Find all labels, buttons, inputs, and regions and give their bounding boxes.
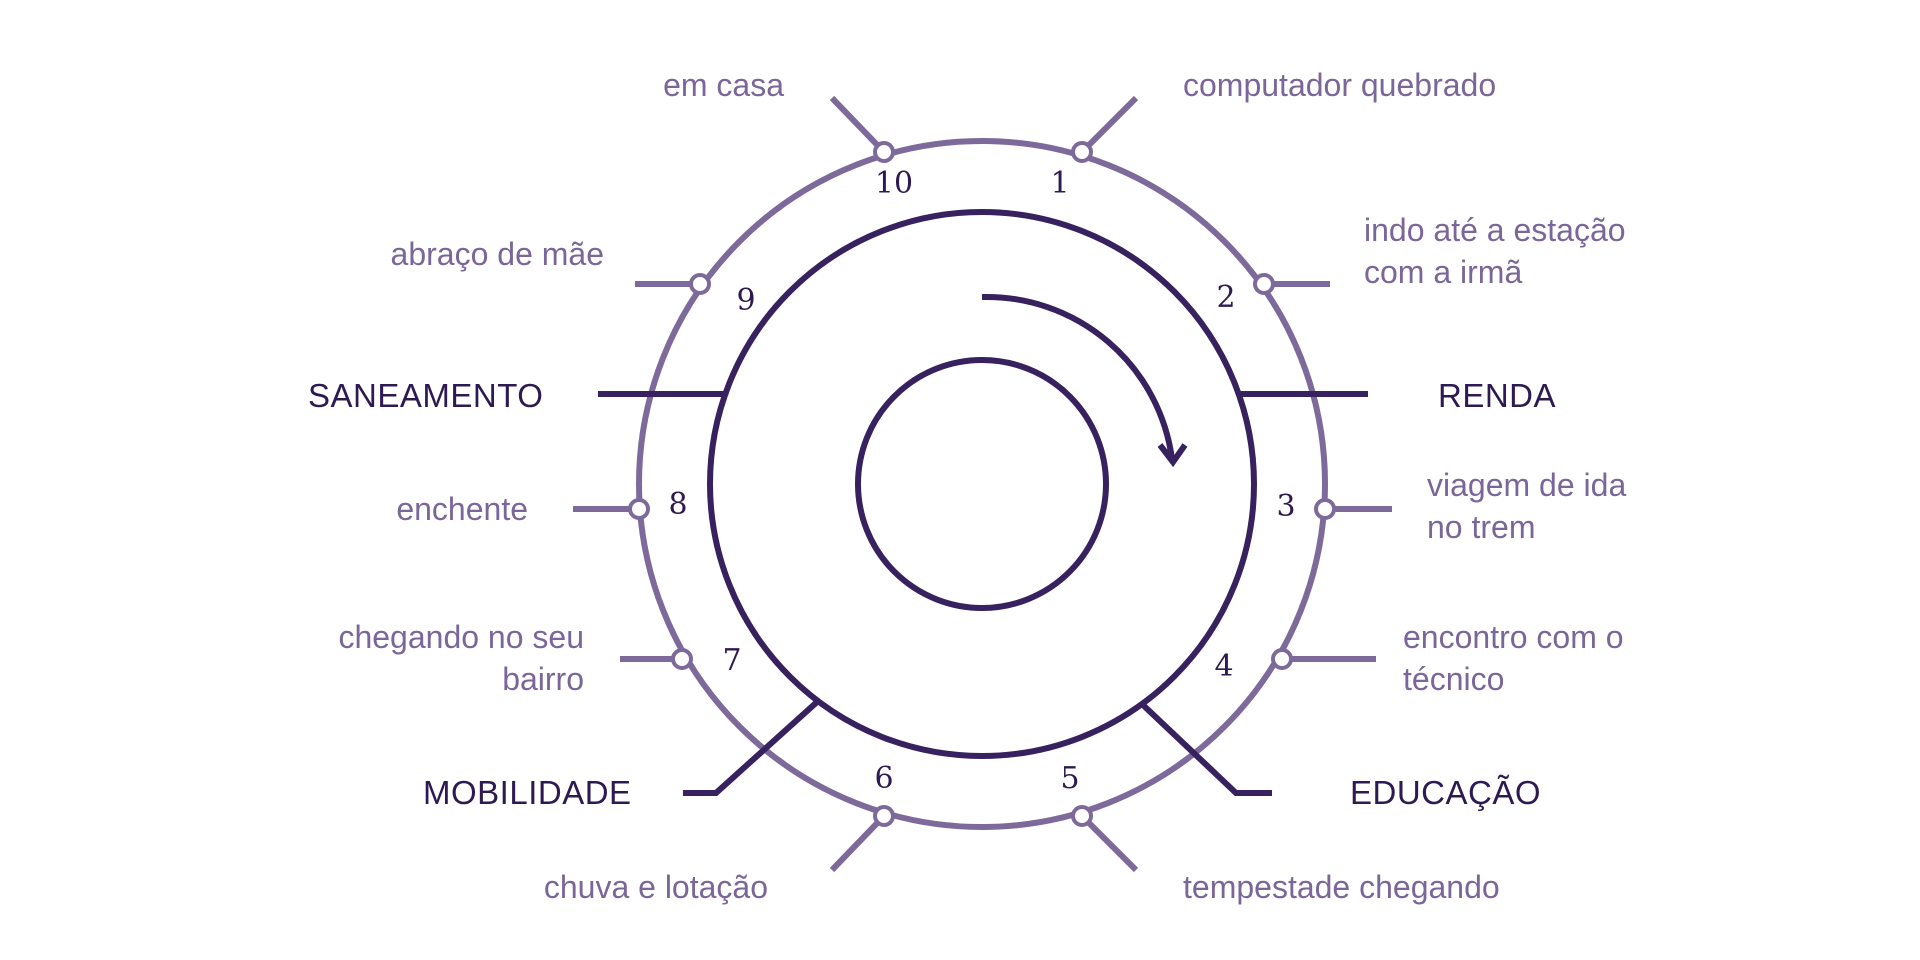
step-number-7: 7: [722, 643, 741, 678]
theme-label-mobilidade: MOBILIDADE: [423, 774, 632, 811]
theme-label-educacao: EDUCAÇÃO: [1350, 774, 1541, 811]
theme-label-renda: RENDA: [1438, 377, 1556, 414]
node-step-10: [873, 141, 895, 163]
node-step-4: [1271, 648, 1293, 670]
step-label-5: tempestade chegando: [1183, 869, 1500, 905]
step-label-7: chegando no seu: [338, 619, 584, 655]
tick-step-10: [829, 95, 887, 155]
middle-ring: [707, 209, 1257, 759]
step-number-4: 4: [1214, 649, 1233, 684]
step-label-9: abraço de mãe: [391, 236, 604, 272]
step-label-6: chuva e lotação: [544, 869, 768, 905]
step-label-2: indo até a estação: [1364, 212, 1626, 248]
node-step-7: [671, 648, 693, 670]
tick-step-5: [1079, 813, 1139, 873]
node-step-5: [1071, 805, 1093, 827]
tick-step-1: [1079, 95, 1139, 155]
step-label-10: em casa: [663, 67, 784, 103]
step-label-3-line-2: no trem: [1427, 509, 1535, 545]
step-number-9: 9: [736, 283, 755, 318]
step-number-5: 5: [1060, 761, 1079, 796]
step-number-6: 6: [874, 761, 893, 796]
step-number-1: 1: [1050, 166, 1069, 201]
step-number-3: 3: [1276, 489, 1295, 524]
step-label-7-line-2: bairro: [502, 661, 584, 697]
outer-ring: [636, 138, 1328, 830]
tick-step-6: [829, 813, 887, 873]
step-label-1: computador quebrado: [1183, 67, 1496, 103]
clockwise-arrowhead-icon: [1157, 443, 1188, 468]
step-number-8: 8: [668, 487, 687, 522]
theme-line-mobilidade: [683, 699, 820, 796]
node-step-2: [1253, 273, 1275, 295]
step-number-10: 10: [875, 166, 913, 201]
node-step-8: [628, 498, 650, 520]
node-step-3: [1314, 498, 1336, 520]
step-label-8: enchente: [396, 491, 528, 527]
step-number-2: 2: [1216, 280, 1235, 315]
node-step-9: [689, 273, 711, 295]
step-label-3: viagem de ida: [1427, 467, 1626, 503]
step-label-4: encontro com o: [1403, 619, 1624, 655]
center-ring: [855, 357, 1109, 611]
theme-label-saneamento: SANEAMENTO: [308, 377, 543, 414]
node-step-1: [1071, 141, 1093, 163]
step-label-4-line-2: técnico: [1403, 661, 1504, 697]
step-label-2-line-2: com a irmã: [1364, 254, 1522, 290]
clockwise-arrow-icon: [981, 293, 1175, 460]
node-step-6: [873, 805, 895, 827]
theme-line-educacao: [1139, 701, 1272, 796]
